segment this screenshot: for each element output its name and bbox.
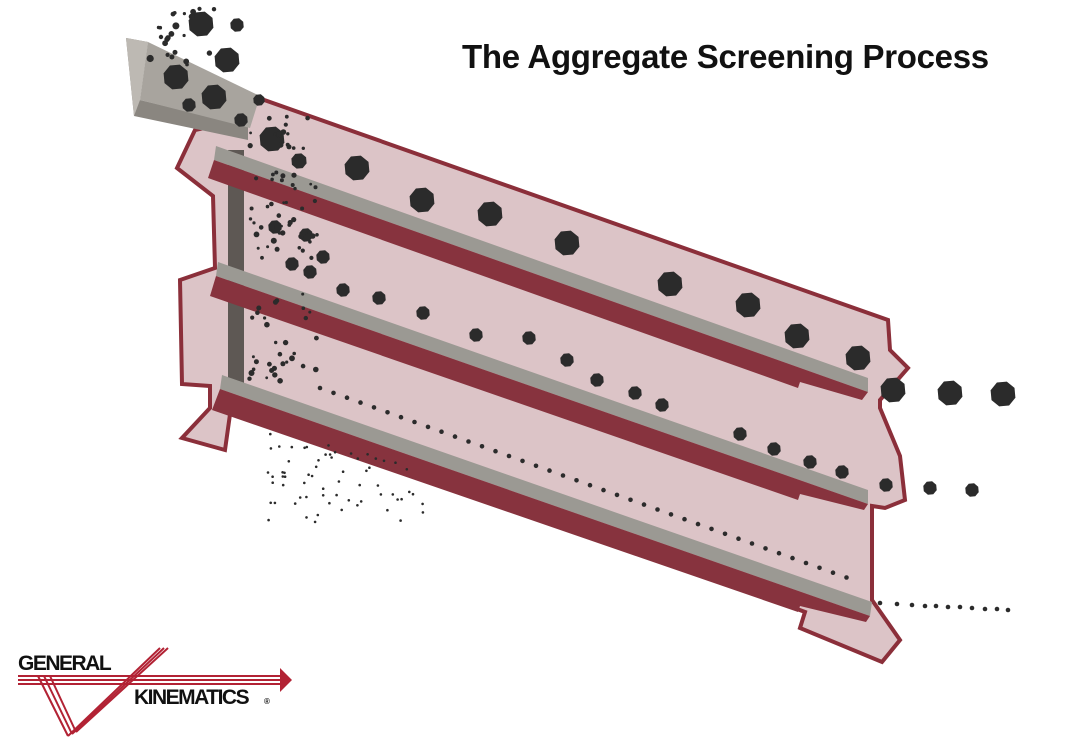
logo-general: GENERAL — [18, 652, 112, 675]
logo-kinematics: KINEMATICS — [134, 686, 250, 709]
general-kinematics-logo: GENERAL KINEMATICS ® — [18, 647, 292, 737]
bottom-deck — [212, 375, 872, 622]
middle-deck — [210, 262, 868, 510]
top-deck — [208, 146, 868, 400]
aggregate-particles — [146, 6, 1016, 613]
logo-registered: ® — [264, 697, 270, 706]
feed-chute — [126, 38, 260, 140]
diagram-title: The Aggregate Screening Process — [462, 38, 989, 75]
fines-discharge — [266, 432, 425, 524]
